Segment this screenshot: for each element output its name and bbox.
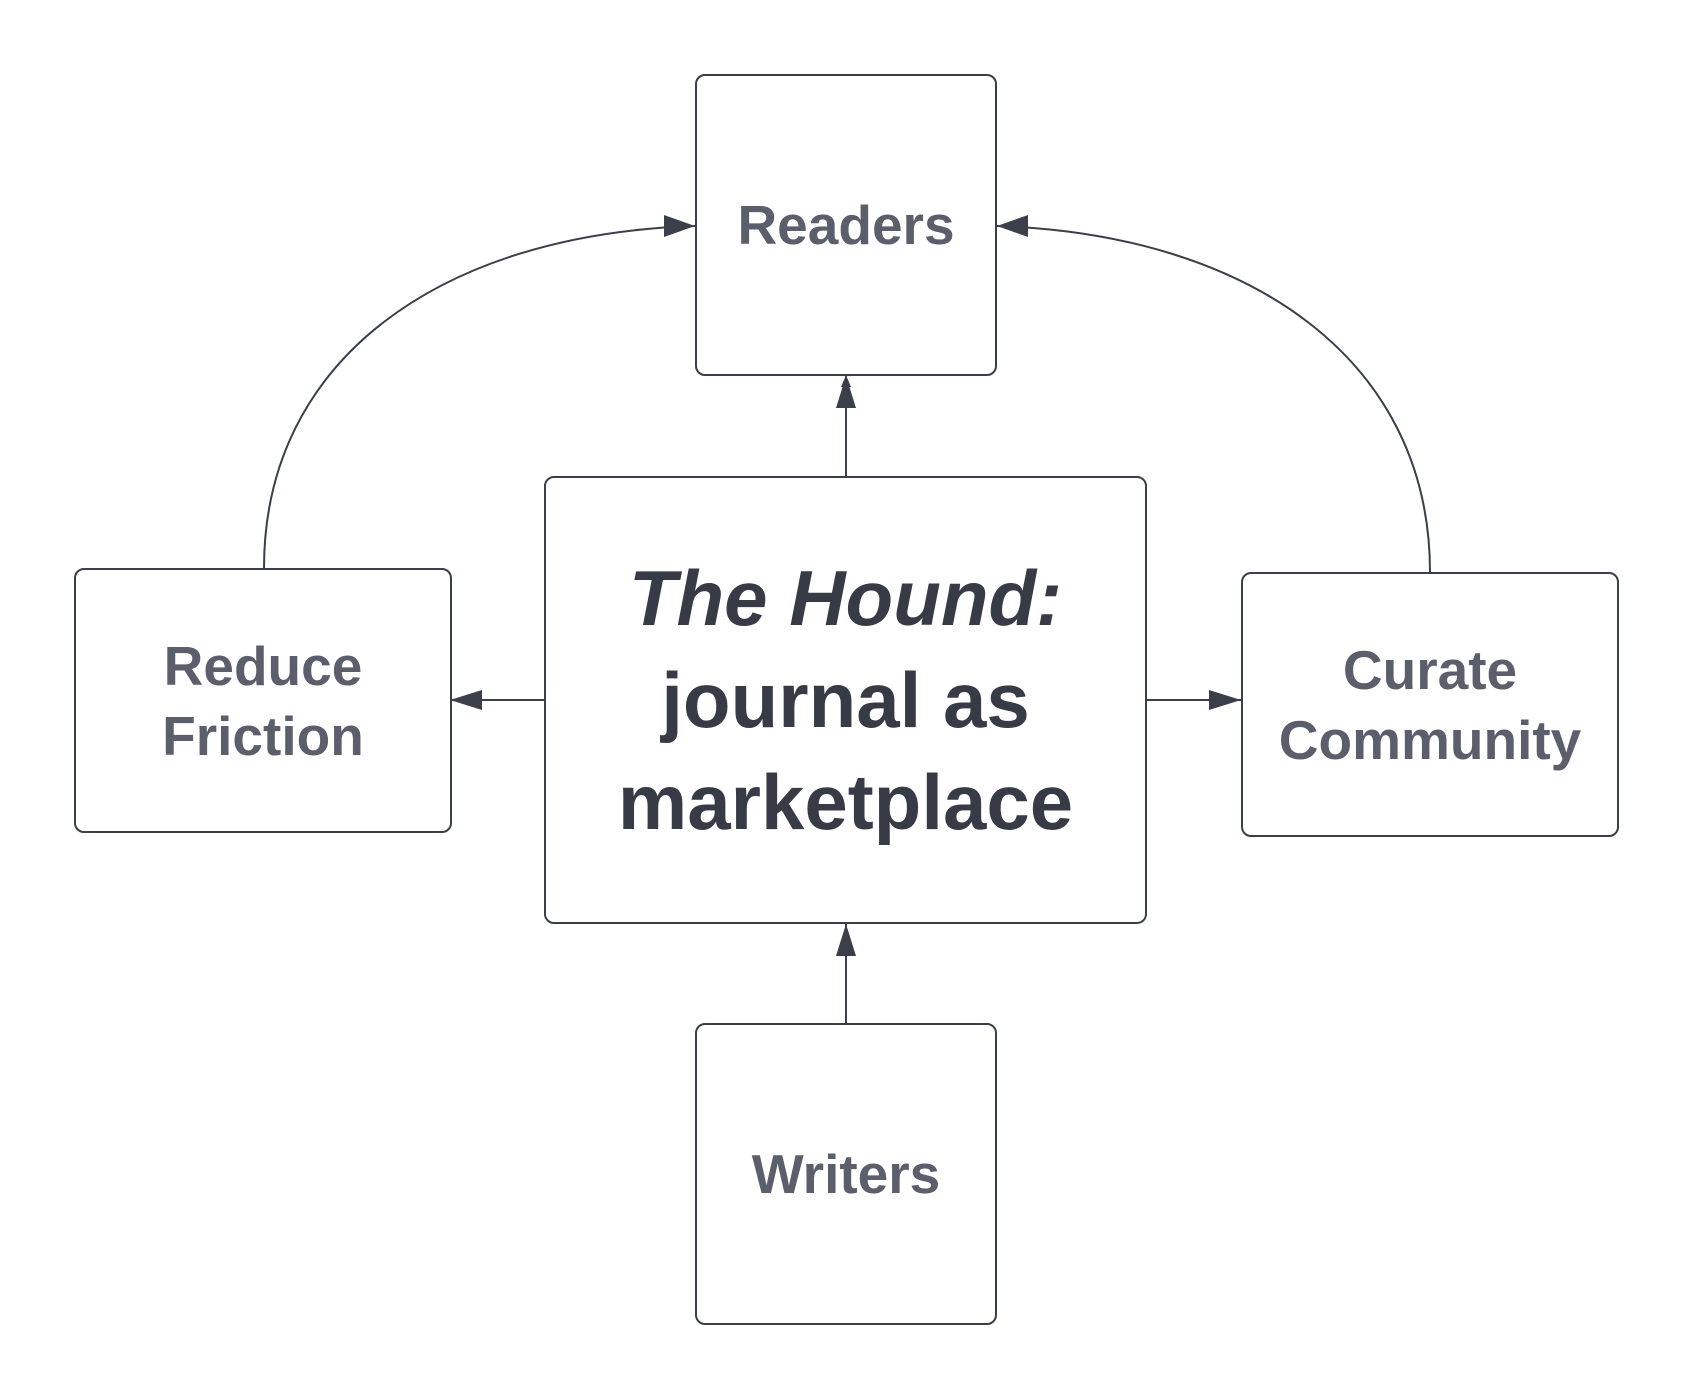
arrow-reduce-friction-to-readers — [263, 225, 696, 569]
arrowhead-center-bottom — [836, 924, 856, 956]
reduce-friction-line-2: Friction — [162, 704, 364, 767]
readers-box: Readers — [695, 74, 997, 376]
curate-community-line-2: Community — [1278, 708, 1582, 771]
center-line-3: marketplace — [617, 758, 1074, 846]
arrowhead-readers-bottom — [836, 376, 856, 408]
center-box: The Hound: journal as marketplace — [544, 476, 1147, 924]
center-line-2: journal as — [661, 656, 1030, 744]
reduce-friction-line-1: Reduce — [163, 634, 363, 697]
readers-label: Readers — [737, 194, 955, 256]
arrowhead-reduce-friction — [450, 690, 482, 710]
curate-community-line-1: Curate — [1342, 638, 1518, 701]
center-title: The Hound: — [628, 554, 1063, 642]
arrow-curate-community-to-readers — [996, 225, 1431, 573]
arrowhead-readers-right — [997, 215, 1028, 237]
arrowhead-readers-left — [664, 215, 695, 237]
curate-community-box: Curate Community — [1241, 572, 1619, 837]
writers-box: Writers — [695, 1023, 997, 1325]
writers-label: Writers — [751, 1143, 941, 1205]
reduce-friction-box: Reduce Friction — [74, 568, 452, 833]
arrowhead-curate-community — [1209, 690, 1241, 710]
